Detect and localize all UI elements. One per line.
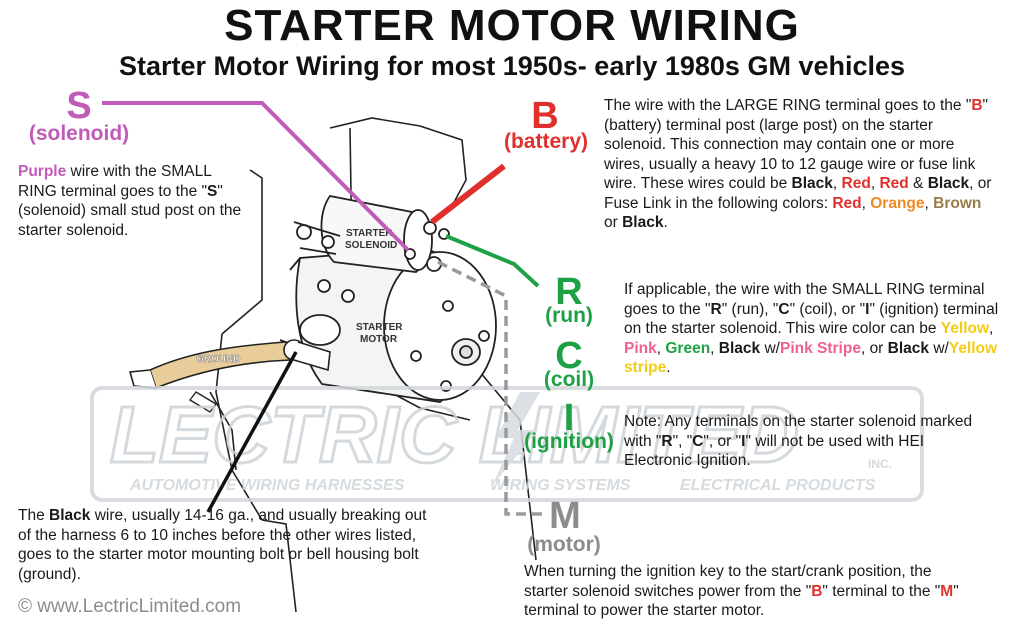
ground-strap-label: GROUND xyxy=(196,354,240,365)
red-wire-line xyxy=(430,163,506,225)
label-s-name: (solenoid) xyxy=(28,122,130,145)
watermark: LECTRIC LIMITED INC. AUTOMOTIVE WIRING H… xyxy=(90,386,924,502)
solenoid-label-line1: STARTER xyxy=(346,228,393,239)
label-s-letter: S xyxy=(66,85,92,127)
hei-note-description: Note: Any terminals on the starter solen… xyxy=(624,413,973,469)
purple-wire-line xyxy=(102,101,410,252)
label-r-name: (run) xyxy=(545,304,593,327)
motor-label-line2: MOTOR xyxy=(360,334,398,345)
battery-wire-description: The wire with the LARGE RING terminal go… xyxy=(604,97,992,231)
label-b-letter: B xyxy=(531,95,559,137)
copyright-footer: © www.LectricLimited.com xyxy=(18,596,242,617)
label-c-name: (coil) xyxy=(543,368,595,391)
green-wire-line xyxy=(445,234,540,288)
rci-wire-description: If applicable, the wire with the SMALL R… xyxy=(624,281,999,376)
watermark-inc: INC. xyxy=(868,457,892,471)
motor-terminal-description: When turning the ignition key to the sta… xyxy=(524,563,959,619)
gray-motor-dashed-line xyxy=(437,260,544,516)
label-c-letter: C xyxy=(555,335,583,377)
page-subtitle: Starter Motor Wiring for most 1950s- ear… xyxy=(118,51,906,81)
starter-solenoid xyxy=(293,195,450,273)
watermark-tagline-2: WIRING SYSTEMS xyxy=(490,477,631,494)
black-wire-line xyxy=(206,351,298,513)
black-wire-description: The Black wire, usually 14-16 ga., and u… xyxy=(18,507,427,583)
label-m-letter: M xyxy=(549,495,581,537)
label-r-letter: R xyxy=(555,271,583,313)
solenoid-label-line2: SOLENOID xyxy=(345,240,397,251)
purple-wire-description: Purple wire with the SMALL RING terminal… xyxy=(18,163,242,239)
lightning-bolt-icon xyxy=(492,392,540,486)
page-title: STARTER MOTOR WIRING xyxy=(224,1,800,50)
label-b-name: (battery) xyxy=(503,130,588,153)
watermark-brand: LECTRIC LIMITED xyxy=(110,390,799,479)
ground-strap xyxy=(128,339,331,413)
label-m-name: (motor) xyxy=(527,533,601,556)
watermark-tagline-1: AUTOMOTIVE WIRING HARNESSES xyxy=(129,477,405,494)
starter-motor xyxy=(279,247,497,403)
label-i-name: (ignition) xyxy=(524,430,614,453)
diagram-text-labels: STARTER SOLENOID STARTER MOTOR GROUND xyxy=(196,228,403,365)
watermark-tagline-3: ELECTRICAL PRODUCTS xyxy=(680,477,876,494)
motor-label-line1: STARTER xyxy=(356,322,403,333)
label-i-letter: I xyxy=(563,397,575,439)
